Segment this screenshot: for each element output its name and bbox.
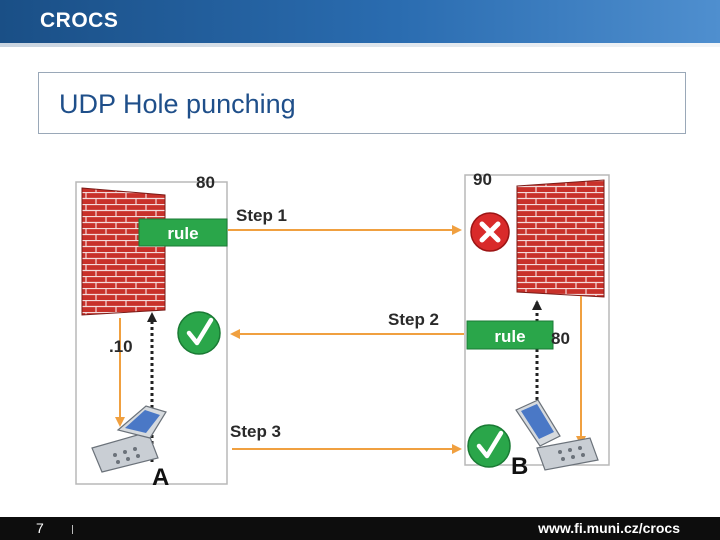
- header-divider: [0, 43, 720, 47]
- title-box: UDP Hole punching: [38, 72, 686, 134]
- host-b-label: B: [511, 453, 528, 480]
- step1-label: Step 1: [236, 206, 287, 225]
- port-b-nat-label: 90: [473, 170, 492, 189]
- blocked-icon: [470, 212, 510, 252]
- crocs-logo: CROCS: [40, 9, 119, 32]
- hole-punching-diagram: rule rule: [75, 170, 610, 491]
- header-bar: CROCS: [0, 0, 720, 43]
- nat-a-boundary: [75, 181, 228, 485]
- port-a-nat-label: 80: [196, 173, 215, 192]
- addr-a-local-label: .10: [109, 337, 133, 356]
- port-b-local-label: 80: [551, 329, 570, 348]
- slide-title: UDP Hole punching: [59, 89, 296, 119]
- rule-b-label: rule: [494, 327, 525, 346]
- rule-a-label: rule: [167, 224, 198, 243]
- firewall-b-icon: [516, 179, 605, 298]
- phone-b-icon: [515, 399, 599, 471]
- rule-b-badge: rule: [466, 320, 554, 350]
- check-a-icon: [177, 311, 221, 355]
- step3-label: Step 3: [230, 422, 281, 441]
- footer-bar: 7 www.fi.muni.cz/crocs: [0, 517, 720, 540]
- rule-a-badge: rule: [138, 218, 228, 247]
- footer-url: www.fi.muni.cz/crocs: [538, 520, 680, 536]
- nat-b-boundary: [464, 174, 610, 466]
- phone-a-icon: [91, 405, 167, 473]
- host-a-label: A: [152, 464, 169, 491]
- check-b-icon: [467, 424, 511, 468]
- step2-label: Step 2: [388, 310, 439, 329]
- page-number: 7: [36, 520, 44, 536]
- footer-separator: [72, 525, 73, 534]
- firewall-a-icon: [81, 187, 166, 316]
